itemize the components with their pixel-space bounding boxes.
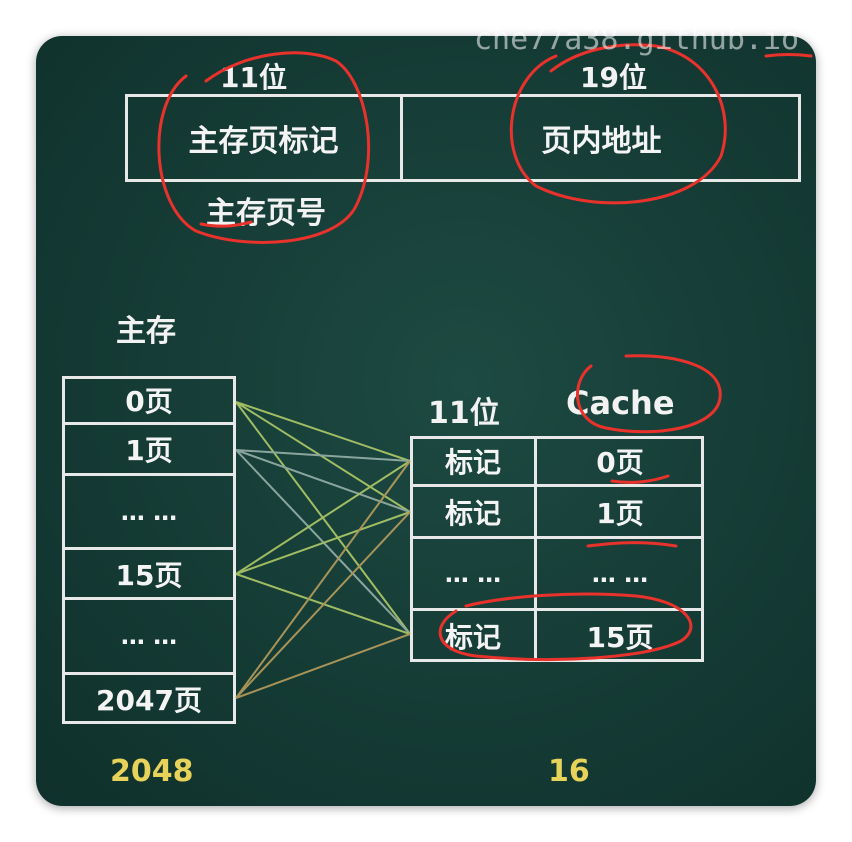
- offset-field: 页内地址: [541, 124, 662, 159]
- cache-row-ellipsis: … …: [444, 560, 502, 588]
- mapping-line: [235, 460, 411, 699]
- mm-divider: [62, 672, 236, 675]
- mapping-line: [235, 511, 411, 575]
- cache-divider: [410, 608, 704, 611]
- cache-column-divider: [534, 436, 537, 662]
- mm-row-ellipsis: … …: [120, 622, 178, 650]
- address-format-divider: [400, 94, 403, 182]
- mapping-line: [235, 449, 411, 462]
- mapping-line: [235, 460, 411, 575]
- mm-row-page-2047: 2047页: [96, 684, 202, 717]
- cache-row-line: 0页: [596, 446, 644, 479]
- cache-row-tag: 标记: [444, 621, 501, 654]
- mapping-line: [235, 511, 411, 699]
- chalkboard: 11位 19位 主存页标记 页内地址 主存页号 主存 0页 1页 … … 15页…: [36, 36, 816, 806]
- cache-divider: [410, 536, 704, 539]
- mapping-line: [235, 633, 411, 699]
- mm-row-page-15: 15页: [115, 559, 183, 592]
- cache-row-line: 1页: [596, 497, 644, 530]
- cache-row-tag: 标记: [444, 497, 501, 530]
- mm-divider: [62, 597, 236, 600]
- annotation-underline-tag: [199, 220, 253, 228]
- annotation-circle-15: [438, 592, 693, 661]
- cache-bits-label: 11位: [428, 396, 500, 431]
- annotation-underline-1: [586, 541, 678, 548]
- main-memory-title: 主存: [116, 314, 176, 349]
- cache-row-line: 15页: [586, 621, 654, 654]
- mm-row-page-1: 1页: [125, 434, 173, 467]
- annotation-mark-corner: [764, 53, 813, 58]
- cache-count: 16: [548, 754, 590, 789]
- watermark: che77a38.github.io: [474, 22, 800, 57]
- offset-bits-label: 19位: [580, 61, 647, 94]
- annotation-circle-cache: [576, 354, 722, 434]
- address-format-box: [125, 94, 801, 182]
- main-memory-count: 2048: [110, 754, 194, 789]
- mm-divider: [62, 547, 236, 550]
- cache-row-ellipsis: … …: [591, 560, 649, 588]
- mapping-lines: [157, 43, 813, 699]
- annotation-circle-tag: [157, 51, 371, 244]
- main-memory-table: [62, 376, 236, 724]
- mapping-line: [235, 401, 411, 462]
- mm-row-ellipsis: … …: [120, 498, 178, 526]
- cache-row-tag: 标记: [444, 446, 501, 479]
- annotation-underline-0: [610, 474, 670, 484]
- cache-divider: [410, 484, 704, 487]
- mm-divider: [62, 473, 236, 476]
- mm-row-page-0: 0页: [125, 384, 173, 418]
- mm-divider: [62, 422, 236, 425]
- tag-field: 主存页标记: [188, 124, 339, 159]
- annotation-circle-offset: [509, 43, 727, 205]
- mapping-line: [235, 401, 411, 513]
